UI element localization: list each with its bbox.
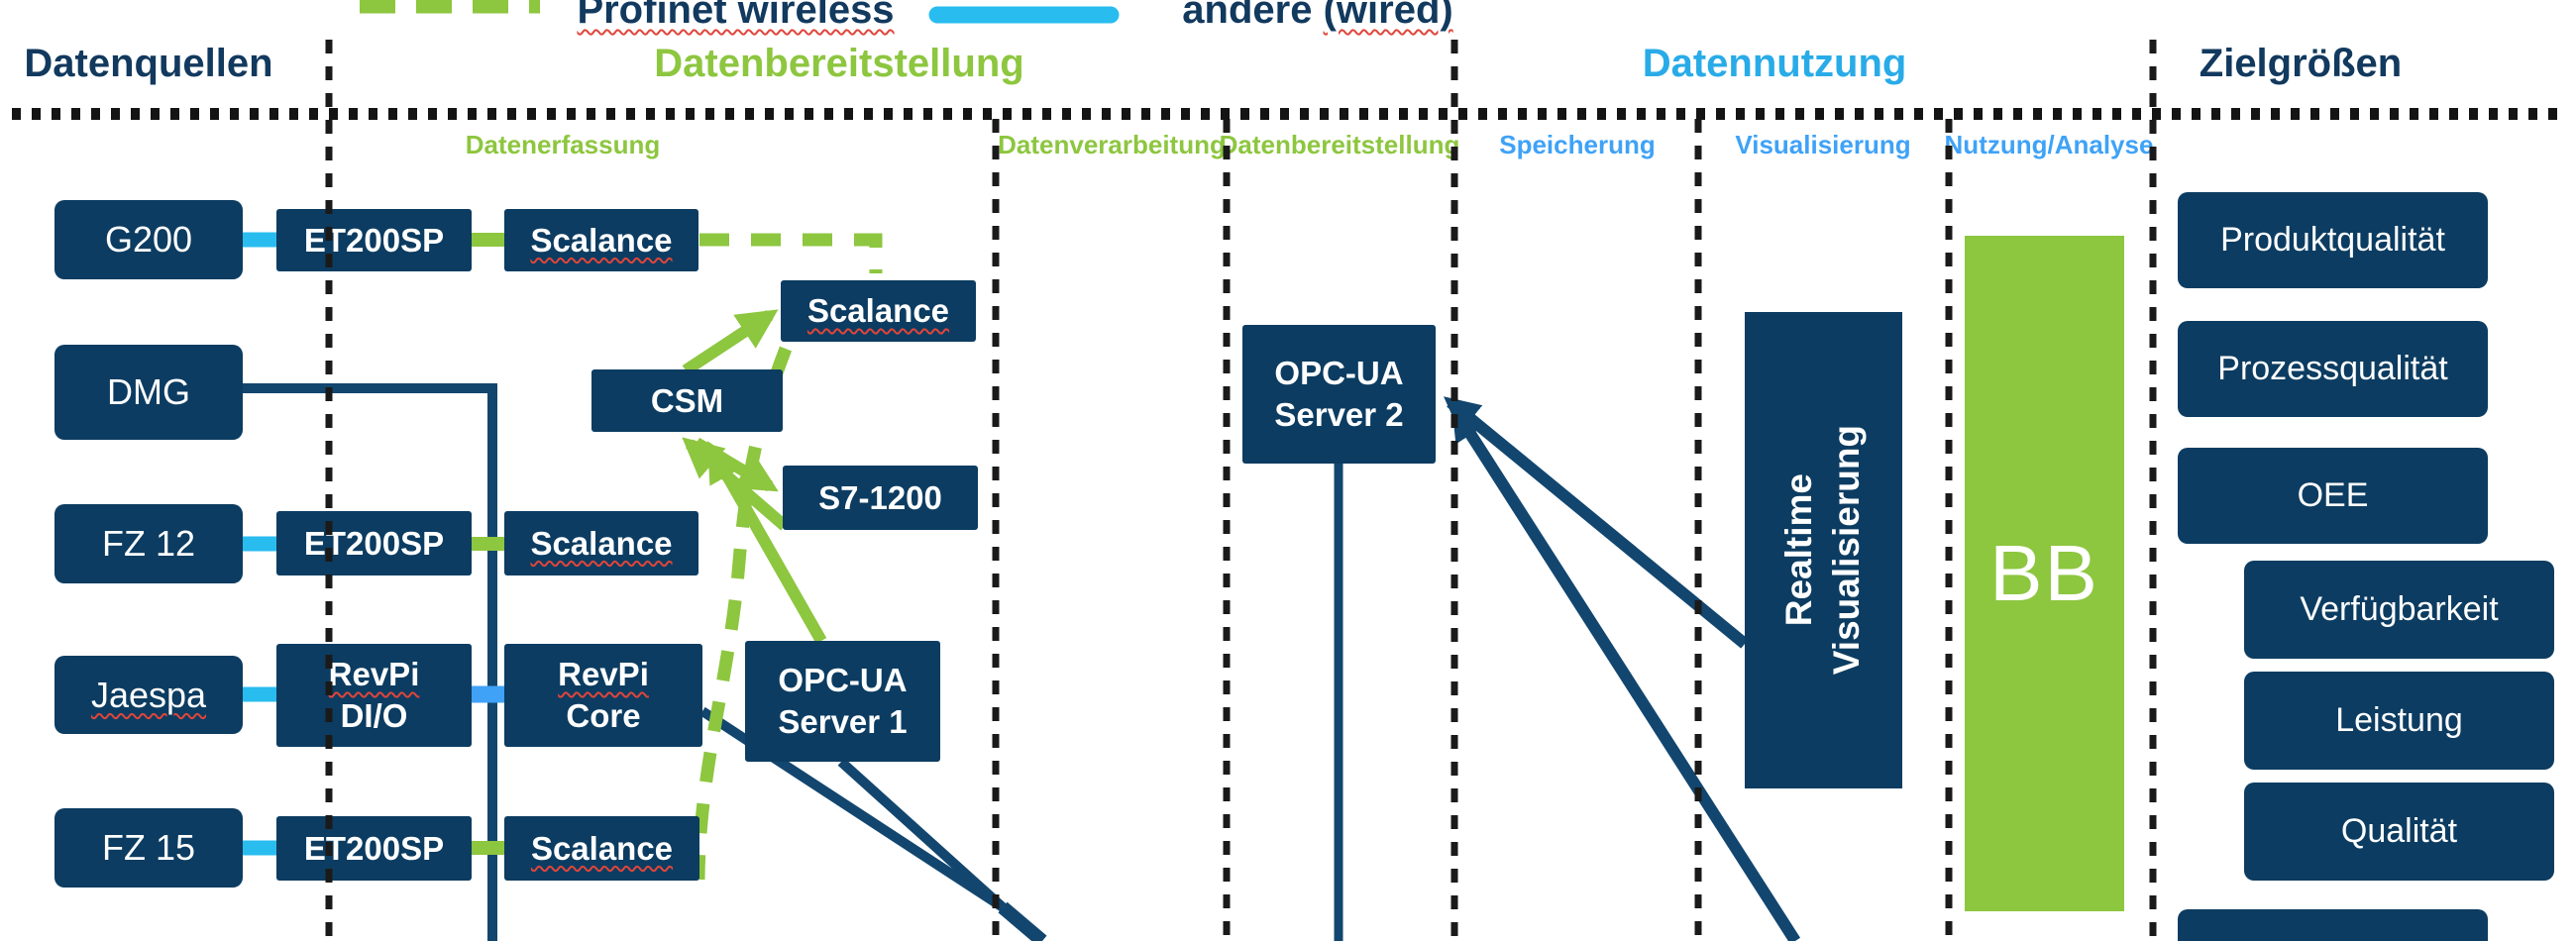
revpi-dio-line2: DI/O (340, 697, 408, 734)
target-produktqualitaet: Produktqualität (2178, 192, 2488, 288)
node-scalance-2: Scalance (781, 280, 976, 342)
node-opcua-server1: OPC-UA Server 1 (745, 641, 940, 762)
realtime-label: Realtime Visualisierung (1778, 425, 1868, 676)
realtime-to-opcua2-arrow (1444, 396, 1749, 649)
node-realtime-visualisierung: Realtime Visualisierung (1745, 312, 1902, 788)
node-opcua-server2: OPC-UA Server 2 (1242, 325, 1436, 464)
subheader-visualisierung: Visualisierung (1735, 130, 1911, 159)
target-qualitaet: Qualität (2244, 783, 2554, 881)
node-s7-1200: S7-1200 (783, 466, 978, 530)
scalance-4-label: Scalance (530, 829, 674, 867)
subheader-datenbereitstellung: Datenbereitstellung (1219, 130, 1460, 159)
revpi-core-line1: RevPi (558, 655, 649, 692)
target-leistung: Leistung (2244, 672, 2554, 770)
green-profinet-lines (360, 0, 883, 881)
jaespa-label: Jaespa (90, 674, 207, 715)
subheader-datenverarbeitung: Datenverarbeitung (998, 130, 1226, 159)
target-oee: OEE (2178, 448, 2488, 544)
header-datenbereitstellung: Datenbereitstellung (654, 42, 1024, 85)
subheader-datenerfassung: Datenerfassung (465, 130, 661, 159)
node-et200sp-2: ET200SP (276, 511, 472, 575)
revpi-core-line2: Core (566, 697, 641, 734)
bottom-to-opcua2-arrow (1450, 404, 1801, 941)
target-ressourcen: Ressourcen (2178, 909, 2488, 941)
node-dmg: DMG (54, 345, 243, 440)
node-csm: CSM (591, 369, 783, 432)
target-verfuegbarkeit: Verfügbarkeit (2244, 561, 2554, 659)
header-zielgroessen: Zielgrößen (2199, 42, 2403, 85)
legend-wired-text: (wired) (1323, 0, 1453, 32)
opcua2-line1: OPC-UA (1274, 354, 1404, 391)
scalance-3-label: Scalance (530, 524, 673, 562)
revpi-dio-line1: RevPi (328, 655, 420, 692)
subheader-speicherung: Speicherung (1499, 130, 1656, 159)
cyan-connectors (238, 6, 1120, 856)
navy-wired-lines (243, 383, 1801, 941)
node-scalance-4: Scalance (504, 816, 699, 881)
csm-to-scalance2-arrow (682, 309, 779, 376)
node-jaespa: Jaespa (54, 656, 243, 734)
node-fz12: FZ 12 (54, 504, 243, 583)
node-et200sp-1: ET200SP (276, 209, 472, 271)
opcua1-to-bottom-line (837, 758, 1007, 911)
node-scalance-3: Scalance (504, 511, 698, 575)
opcua1-line1: OPC-UA (778, 661, 908, 698)
subheader-nutzung-analyse: Nutzung/Analyse (1944, 130, 2154, 159)
opcua1-line2: Server 1 (778, 703, 908, 740)
scalance1-to-scalance2-dashed (699, 233, 883, 273)
header-datenquellen: Datenquellen (24, 42, 273, 85)
wireless-dashed-paths (692, 233, 883, 881)
csm-to-s7-arrow (693, 437, 779, 492)
node-bb: BB (1965, 236, 2124, 911)
node-g200: G200 (54, 200, 243, 279)
scalance-1-label: Scalance (530, 221, 673, 259)
scalance-2-label: Scalance (806, 292, 950, 329)
legend-profinet-wireless-label: Profinet wireless (577, 0, 895, 32)
target-prozessqualitaet: Prozessqualität (2178, 321, 2488, 417)
node-scalance-1: Scalance (504, 209, 698, 271)
legend-andere-text: andere (1182, 0, 1324, 32)
node-et200sp-3: ET200SP (276, 816, 472, 881)
header-datennutzung: Datennutzung (1642, 42, 1907, 85)
legend-andere-wired-label: andere (wired) (1134, 0, 1501, 33)
opcua2-line2: Server 2 (1274, 396, 1404, 433)
merged-bottom-line (998, 901, 1047, 941)
node-fz15: FZ 15 (54, 808, 243, 888)
